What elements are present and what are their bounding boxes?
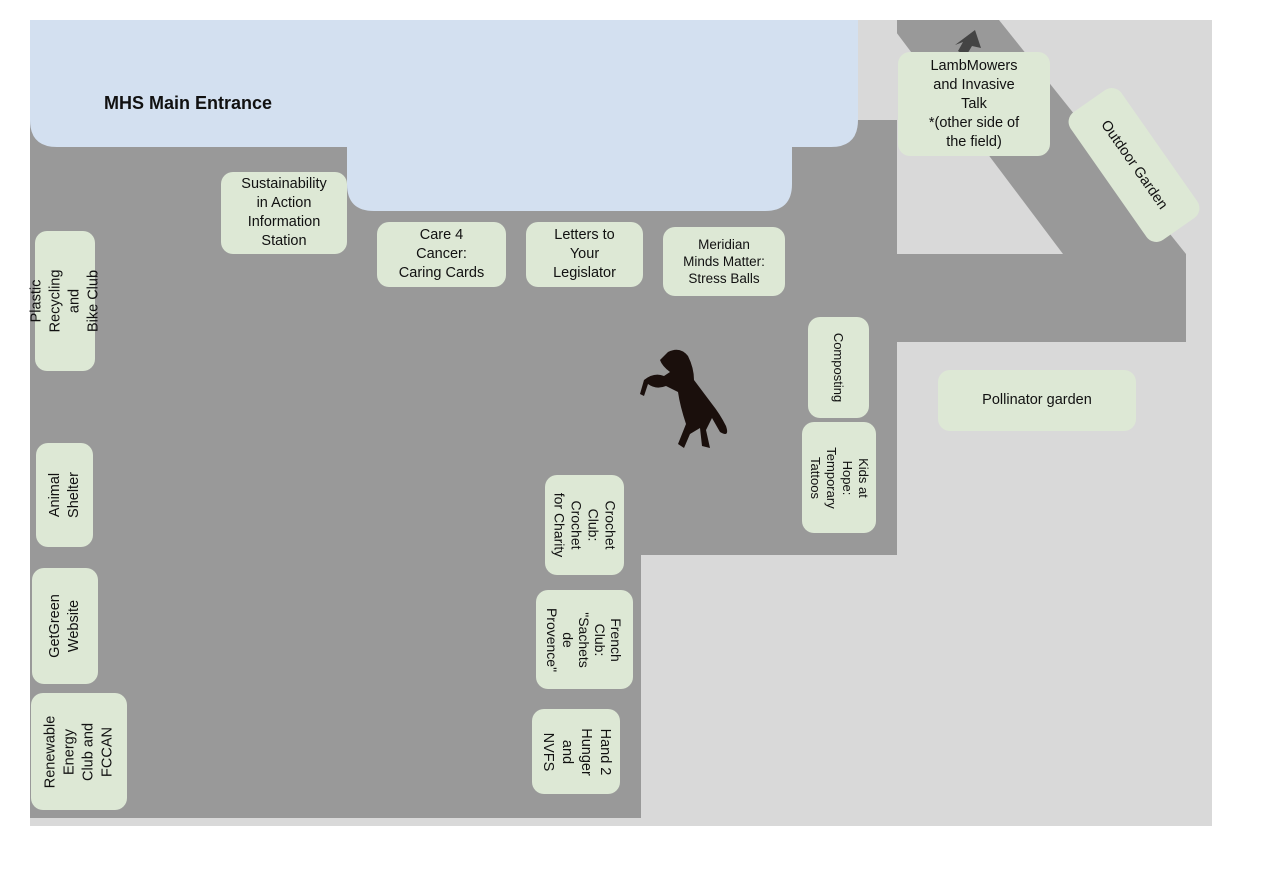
arrow-up-left-icon — [955, 30, 981, 56]
booth-label: Plastic Recycling and Bike Club — [28, 269, 102, 333]
booth-label: Letters to Your Legislator — [553, 227, 616, 281]
booth-getgreen[interactable]: GetGreen Website — [32, 568, 98, 684]
grass-top-right — [858, 20, 897, 120]
booth-crochet[interactable]: Crochet Club: Crochet for Charity — [545, 475, 624, 575]
booth-renewable[interactable]: Renewable Energy Club and FCCAN — [31, 693, 127, 810]
booth-label: Meridian Minds Matter: Stress Balls — [683, 237, 765, 286]
booth-label: Animal Shelter — [46, 472, 82, 518]
pavement-east-path — [897, 254, 1186, 342]
main-entrance-building — [30, 20, 858, 211]
booth-label: Kids at Hope: Temporary Tattoos — [808, 446, 871, 509]
booth-care4cancer[interactable]: Care 4 Cancer: Caring Cards — [377, 222, 506, 287]
booth-label: Composting — [831, 332, 846, 403]
booth-letters[interactable]: Letters to Your Legislator — [526, 222, 643, 287]
booth-label: LambMowers and Invasive Talk *(other sid… — [928, 57, 1020, 150]
map-title: MHS Main Entrance — [104, 93, 273, 113]
booth-composting[interactable]: Composting — [808, 317, 869, 418]
rearing-horse-icon — [640, 349, 728, 448]
booth-animal-shelter[interactable]: Animal Shelter — [36, 443, 93, 547]
booth-pollinator[interactable]: Pollinator garden — [938, 370, 1136, 431]
booth-plastic-recycling[interactable]: Plastic Recycling and Bike Club — [28, 231, 101, 371]
booth-label: Crochet Club: Crochet for Charity — [551, 492, 619, 558]
booth-sustainability[interactable]: Sustainability in Action Information Sta… — [221, 172, 347, 254]
booth-label: Renewable Energy Club and FCCAN — [42, 715, 115, 788]
booth-label: GetGreen Website — [46, 594, 82, 658]
booth-label: Pollinator garden — [982, 392, 1092, 408]
booth-meridian[interactable]: Meridian Minds Matter: Stress Balls — [663, 227, 785, 296]
booth-french[interactable]: French Club: "Sachets de Provence" — [536, 590, 633, 689]
booth-hand2hunger[interactable]: Hand 2 Hunger and NVFS — [532, 709, 620, 794]
booth-label: Hand 2 Hunger and NVFS — [540, 727, 613, 776]
booth-label: Sustainability in Action Information Sta… — [241, 176, 327, 249]
booth-label: French Club: "Sachets de Provence" — [544, 607, 625, 672]
grass-bottom-strip — [30, 818, 641, 826]
booth-lambmowers[interactable]: LambMowers and Invasive Talk *(other sid… — [898, 52, 1050, 156]
booth-kids-at-hope[interactable]: Kids at Hope: Temporary Tattoos — [802, 422, 876, 533]
booth-label: Care 4 Cancer: Caring Cards — [398, 227, 485, 281]
